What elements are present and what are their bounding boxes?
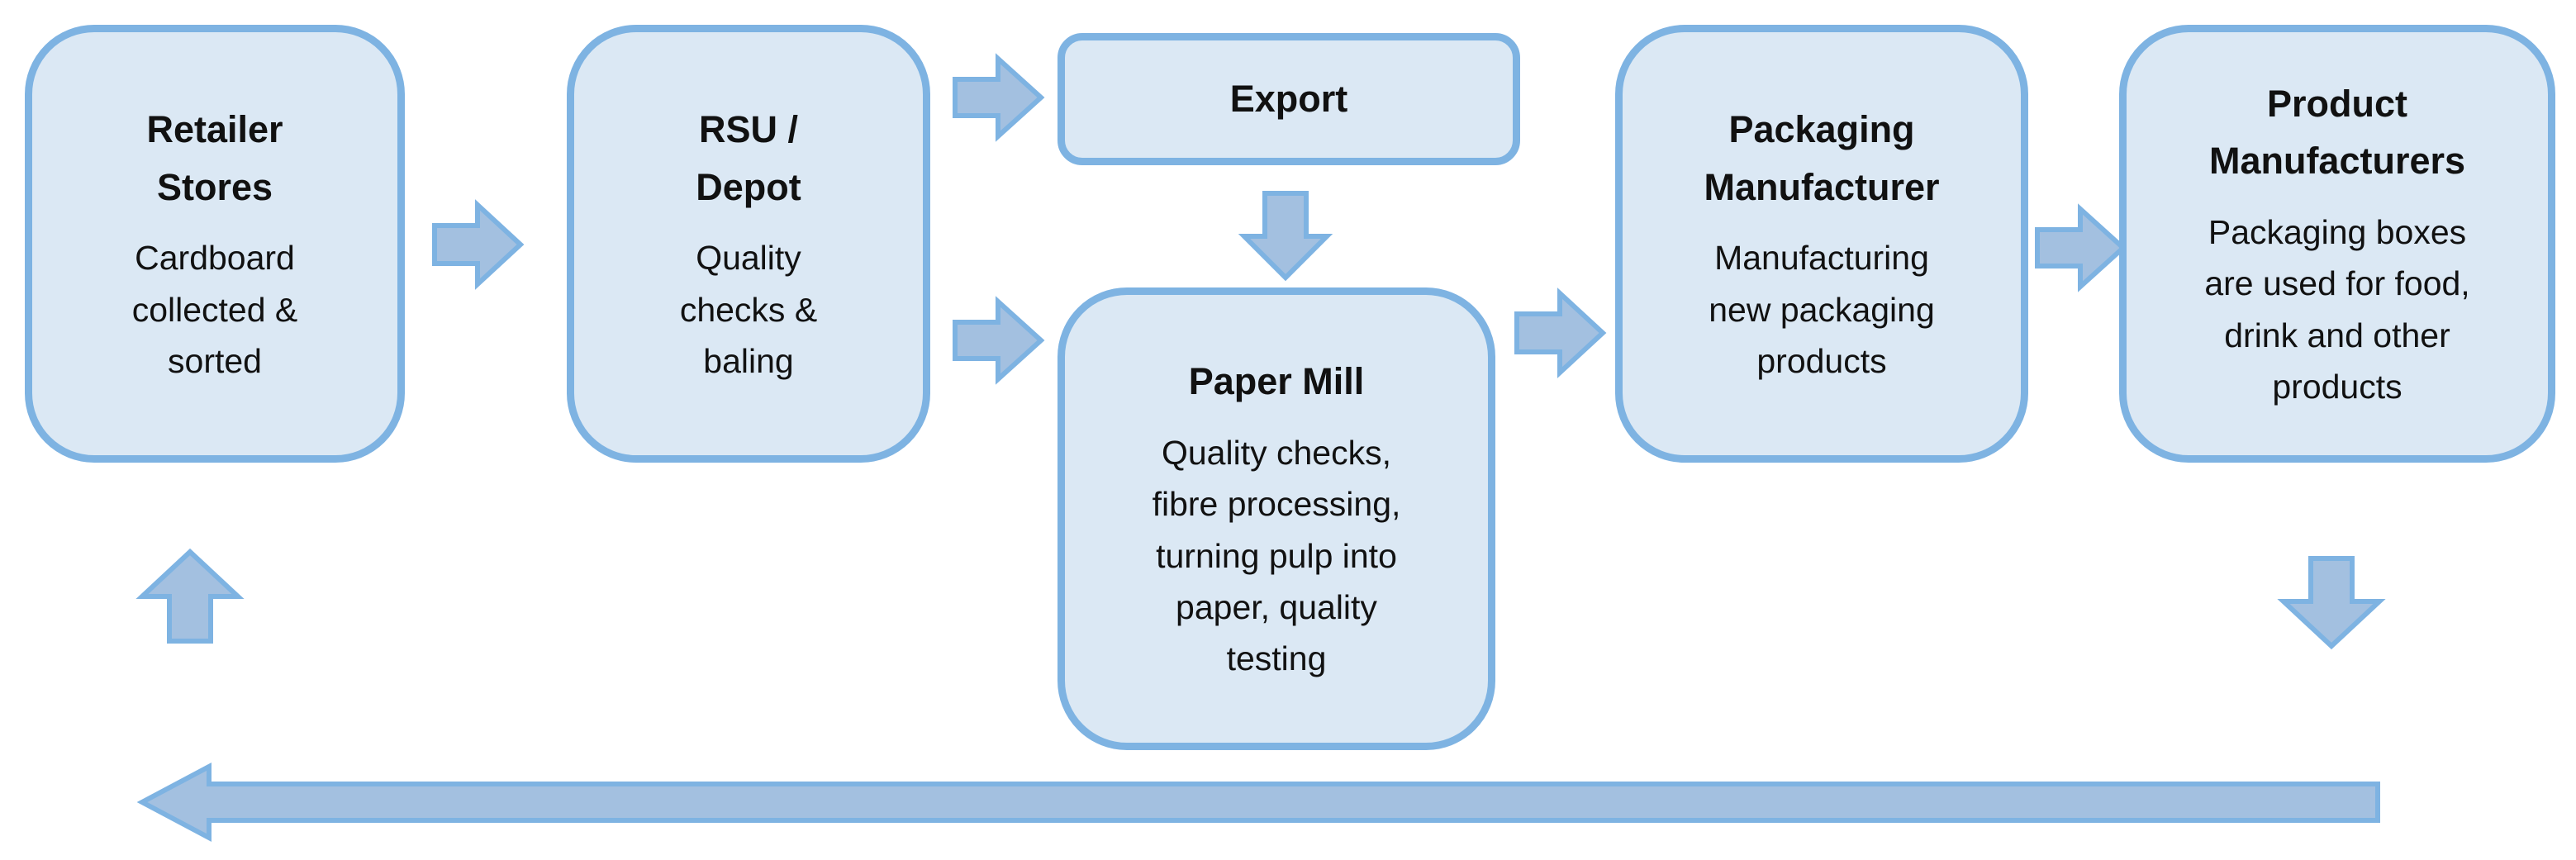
rsu-depot-title: RSU / Depot: [696, 107, 801, 208]
retailer-stores-title: Retailer Stores: [146, 107, 283, 208]
arrow-up-to-retailer: [135, 548, 245, 644]
packaging-manufacturer-box: Packaging Manufacturer Manufacturing new…: [1615, 25, 2028, 463]
paper-mill-title: Paper Mill: [1188, 360, 1365, 403]
packaging-manufacturer-title: Packaging Manufacturer: [1704, 107, 1940, 208]
retailer-stores-box: Retailer Stores Cardboard collected & so…: [25, 25, 405, 463]
packaging-manufacturer-description: Manufacturing new packaging products: [1709, 239, 1935, 380]
retailer-stores-description: Cardboard collected & sorted: [131, 239, 298, 380]
paper-mill-box: Paper Mill Quality checks, fibre process…: [1057, 287, 1495, 750]
product-manufacturers-box: Product Manufacturers Packaging boxes ar…: [2119, 25, 2555, 463]
arrow-paper-mill-to-packaging: [1514, 287, 1607, 378]
export-box: Export: [1057, 33, 1520, 165]
arrow-retailer-to-rsu: [432, 199, 525, 290]
rsu-depot-description: Quality checks & baling: [679, 239, 818, 380]
product-manufacturers-description: Packaging boxes are used for food, drink…: [2204, 213, 2470, 406]
rsu-depot-box: RSU / Depot Quality checks & baling: [567, 25, 930, 463]
arrow-rsu-to-paper-mill: [953, 296, 1045, 385]
arrow-product-down: [2277, 556, 2386, 650]
export-title: Export: [1229, 78, 1348, 121]
paper-mill-description: Quality checks, fibre processing, turnin…: [1152, 434, 1401, 678]
arrow-return-to-retailer: [136, 763, 2380, 842]
arrow-rsu-to-export: [953, 53, 1045, 142]
arrow-packaging-to-product: [2035, 203, 2127, 292]
arrow-export-to-paper-mill: [1238, 191, 1333, 282]
product-manufacturers-title: Product Manufacturers: [2208, 82, 2466, 183]
